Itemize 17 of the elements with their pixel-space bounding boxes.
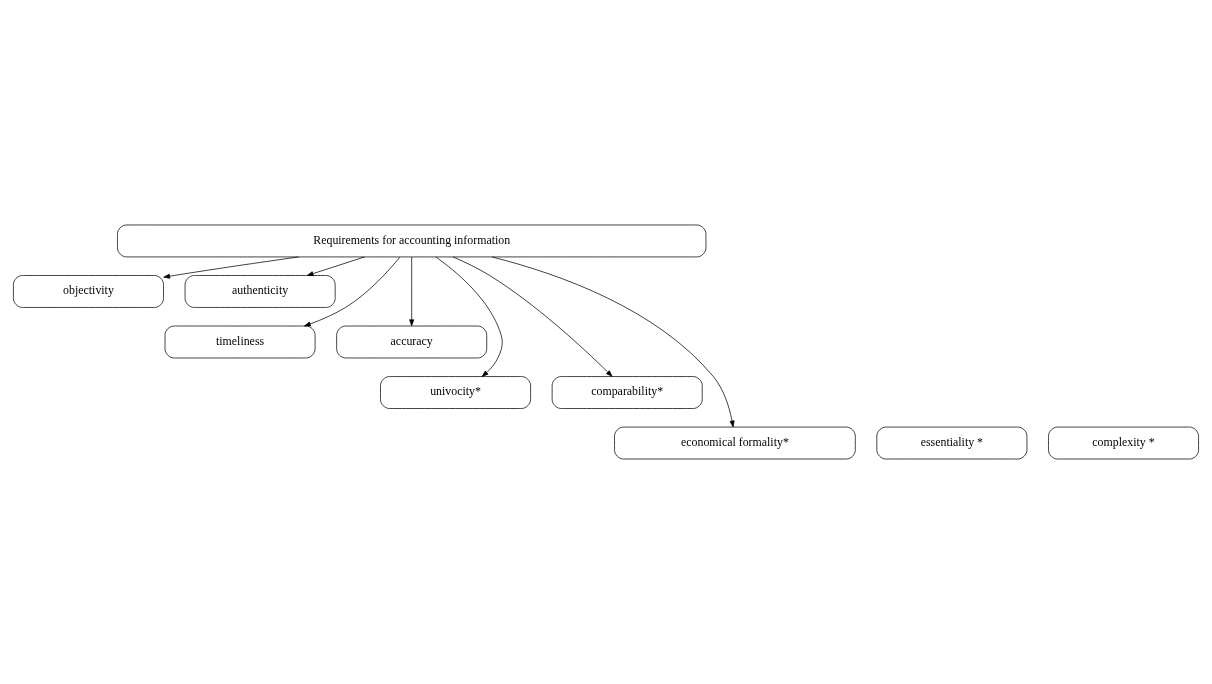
arrow xyxy=(409,256,415,327)
arrow xyxy=(306,256,365,276)
arrow xyxy=(163,256,299,279)
node-box: complexity * xyxy=(1048,426,1199,460)
node-box: objectivity xyxy=(13,275,164,308)
arrow xyxy=(435,256,503,377)
arrow xyxy=(452,256,613,377)
node-box: Requirements for accounting information xyxy=(117,224,707,258)
node-box: univocity* xyxy=(380,376,531,409)
node-box: timeliness xyxy=(164,325,316,359)
arrow xyxy=(491,256,735,428)
arrow xyxy=(304,256,401,327)
node-box: accuracy xyxy=(336,325,488,359)
node-box: comparability* xyxy=(551,376,703,409)
node-box: authenticity xyxy=(184,275,336,308)
node-box: economical formality* xyxy=(614,426,856,460)
node-box: essentiality * xyxy=(876,426,1028,460)
